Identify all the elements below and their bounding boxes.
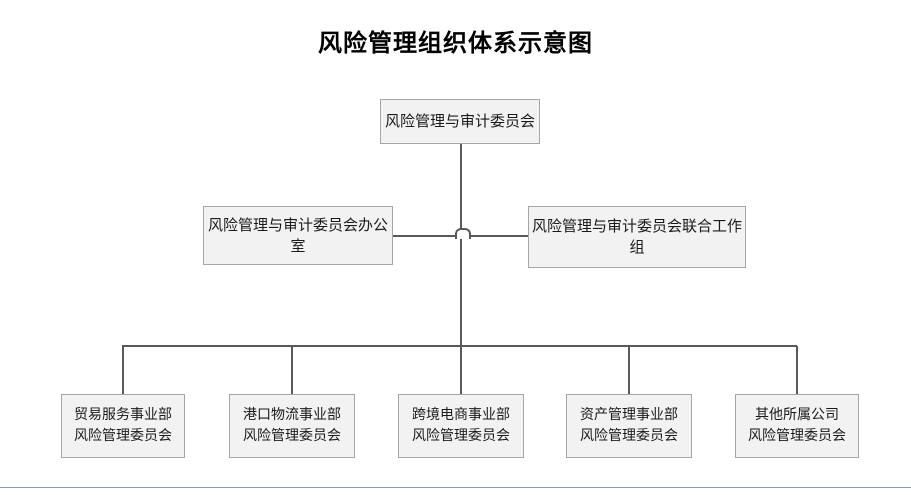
connector-drop-2 — [460, 346, 462, 395]
org-node-label: 风险管理与审计委员会 — [384, 112, 535, 130]
connector-drop-1 — [291, 346, 293, 395]
connector-trunk-vertical — [460, 144, 462, 346]
connector-arm-office — [393, 235, 461, 237]
org-node-asset-management-division[interactable]: 资产管理事业部 风险管理委员会 — [566, 394, 692, 458]
org-node-label: 风险管理与审计委员会联合工作组 — [531, 217, 742, 256]
org-node-cross-border-ecommerce-division[interactable]: 跨境电商事业部 风险管理委员会 — [398, 394, 524, 458]
org-node-committee-joint-workgroup[interactable]: 风险管理与审计委员会联合工作组 — [528, 206, 746, 268]
connector-drop-3 — [628, 346, 630, 395]
org-node-risk-management-audit-committee[interactable]: 风险管理与审计委员会 — [380, 99, 540, 144]
page-title: 风险管理组织体系示意图 — [318, 29, 593, 57]
org-node-label: 跨境电商事业部 风险管理委员会 — [412, 407, 510, 444]
org-node-label: 贸易服务事业部 风险管理委员会 — [74, 407, 172, 444]
org-node-label: 其他所属公司 风险管理委员会 — [748, 407, 846, 444]
org-node-port-logistics-division[interactable]: 港口物流事业部 风险管理委员会 — [229, 394, 355, 458]
page-bottom-rule — [0, 487, 911, 488]
connector-drop-4 — [796, 346, 798, 395]
org-node-label: 风险管理与审计委员会办公室 — [207, 215, 388, 255]
org-node-trade-service-division[interactable]: 贸易服务事业部 风险管理委员会 — [61, 394, 185, 458]
connector-bus-horizontal — [122, 345, 797, 347]
org-node-other-affiliated-companies[interactable]: 其他所属公司 风险管理委员会 — [735, 394, 859, 458]
connector-line-hop — [455, 228, 471, 239]
connector-arm-workgroup — [461, 235, 529, 237]
connector-drop-0 — [122, 346, 124, 395]
org-node-label: 资产管理事业部 风险管理委员会 — [580, 407, 678, 444]
org-node-committee-office[interactable]: 风险管理与审计委员会办公室 — [203, 206, 393, 265]
org-node-label: 港口物流事业部 风险管理委员会 — [243, 407, 341, 444]
